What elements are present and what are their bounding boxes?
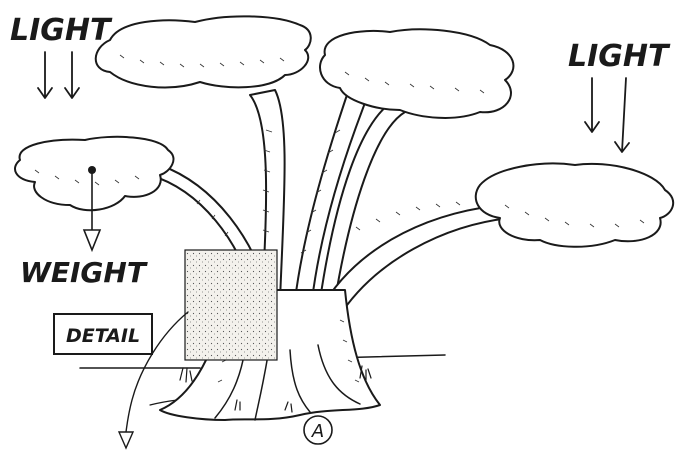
light-label-right: LIGHT — [568, 39, 671, 74]
weight-label: WEIGHT — [20, 256, 148, 289]
light-label-left: LIGHT — [10, 13, 113, 48]
down-arrow-icon — [585, 78, 629, 152]
crown-left — [15, 137, 173, 210]
crown-top-left — [96, 16, 311, 87]
marker-label: A — [311, 421, 324, 442]
detail-label: DETAIL — [66, 325, 140, 347]
detail-area — [185, 250, 277, 360]
down-arrow-icon — [38, 52, 79, 98]
